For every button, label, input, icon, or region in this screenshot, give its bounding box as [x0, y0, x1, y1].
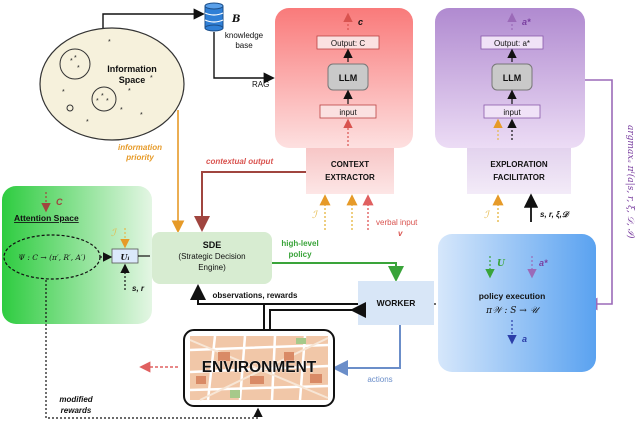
svg-text:*: *: [108, 39, 111, 46]
svg-text:*: *: [74, 55, 77, 62]
svg-text:*: *: [120, 107, 123, 114]
context-extractor-title-2: EXTRACTOR: [325, 173, 375, 182]
argmax-label: argmaxₐ πᴵ(a|s, r, ξ, 𝒟, ℐ): [625, 125, 636, 239]
knowledge-base-label-1: knowledge: [225, 31, 264, 40]
context-input-text: input: [339, 108, 357, 117]
context-llm-panel: c Output: C LLM input: [275, 8, 413, 148]
exploration-output-text: Output: a*: [494, 39, 530, 48]
svg-text:*: *: [70, 58, 73, 65]
information-space: * * * * * * * * * * * * * Information Sp…: [39, 27, 185, 141]
worker-box: [358, 281, 434, 325]
actions-label: actions: [367, 375, 392, 384]
context-llm-text: LLM: [339, 73, 358, 83]
observations-arrow: [190, 284, 358, 305]
policy-execution-panel: [438, 234, 596, 372]
attention-space-title: Attention Space: [14, 213, 79, 223]
kb-to-llm-rag-arrow: [213, 32, 275, 84]
verbal-input-label-2: v: [398, 229, 403, 238]
sde-subtitle-2: Engine): [198, 263, 226, 272]
modified-rewards-arrow: [45, 280, 263, 419]
svg-text:*: *: [128, 88, 131, 95]
knowledge-base: B knowledge base: [204, 2, 264, 50]
svg-text:*: *: [150, 75, 153, 82]
u-box-text: Uᵢ: [121, 252, 130, 262]
svg-text:*: *: [101, 93, 104, 100]
information-priority-label-1: information: [118, 143, 162, 152]
exploration-facilitator-box: [467, 148, 571, 194]
high-level-policy-label-2: policy: [288, 250, 312, 259]
database-icon: [204, 2, 224, 32]
exploration-inputs: s, r, ξ,𝒟: [540, 210, 570, 219]
info-to-kb-arrow: [102, 8, 205, 28]
environment-label: ENVIRONMENT: [202, 359, 317, 376]
context-output-text: Output: C: [331, 39, 365, 48]
actions-arrow: [332, 325, 401, 376]
attention-space-panel: C Attention Space Ψ : C → (π′, R′, A′) U…: [2, 186, 152, 324]
context-extractor-title-1: CONTEXT: [331, 160, 369, 169]
svg-text:*: *: [86, 119, 89, 126]
attention-I-symbol: ℐ: [111, 228, 118, 239]
sde-subtitle-1: (Strategic Decision: [178, 252, 245, 261]
environment-map: ENVIRONMENT: [183, 329, 335, 407]
exploration-llm-panel: a* Output: a* LLM input: [435, 8, 585, 148]
knowledge-base-symbol: B: [231, 14, 240, 25]
policy-a-star: a*: [539, 258, 548, 268]
modified-rewards-label-2: rewards: [61, 406, 92, 415]
policy-formula: π𝒲 : S → 𝒰: [485, 306, 541, 316]
svg-text:*: *: [77, 65, 80, 72]
observations-label: observations, rewards: [213, 291, 298, 300]
sde-title: SDE: [203, 240, 222, 250]
svg-text:*: *: [62, 89, 65, 96]
exploration-input-text: input: [503, 108, 521, 117]
svg-text:*: *: [106, 98, 109, 105]
information-space-title-1: Information: [107, 64, 157, 74]
context-output-symbol: c: [358, 17, 363, 27]
svg-text:*: *: [96, 98, 99, 105]
exploration-facilitator-title-1: EXPLORATION: [490, 160, 547, 169]
rag-label: RAG: [252, 80, 269, 89]
modified-rewards-label-1: modified: [59, 395, 93, 404]
high-level-policy-label-1: high-level: [281, 239, 318, 248]
svg-text:*: *: [140, 112, 143, 119]
verbal-input-label-1: verbal input: [376, 218, 418, 227]
worker-label: WORKER: [377, 298, 416, 308]
knowledge-base-label-2: base: [235, 41, 253, 50]
exploration-llm-text: LLM: [503, 73, 522, 83]
exploration-output-symbol: a*: [522, 17, 531, 27]
exploration-input-box: [483, 104, 541, 119]
contextual-output-arrow: [194, 171, 306, 232]
argmax-arrow: [584, 79, 613, 311]
contextual-output-label: contextual output: [206, 157, 273, 166]
high-level-policy-arrow: [272, 262, 404, 282]
attention-sr: s, r: [132, 284, 145, 293]
exploration-facilitator-title-2: FACILITATOR: [493, 173, 545, 182]
sde-box: [152, 232, 272, 284]
policy-u-symbol: U: [497, 259, 506, 269]
policy-execution-title: policy execution: [479, 291, 546, 301]
attention-c-symbol: C: [56, 197, 63, 207]
context-extractor-box: [306, 148, 394, 194]
information-priority-label-2: priority: [125, 153, 154, 162]
exploration-I-symbol: ℐ: [484, 210, 491, 221]
policy-a-symbol: a: [522, 334, 527, 344]
context-I-symbol: ℐ: [312, 210, 319, 221]
context-input-box: [319, 104, 377, 119]
information-space-title-2: Space: [119, 75, 146, 85]
psi-formula: Ψ : C → (π′, R′, A′): [18, 253, 85, 262]
